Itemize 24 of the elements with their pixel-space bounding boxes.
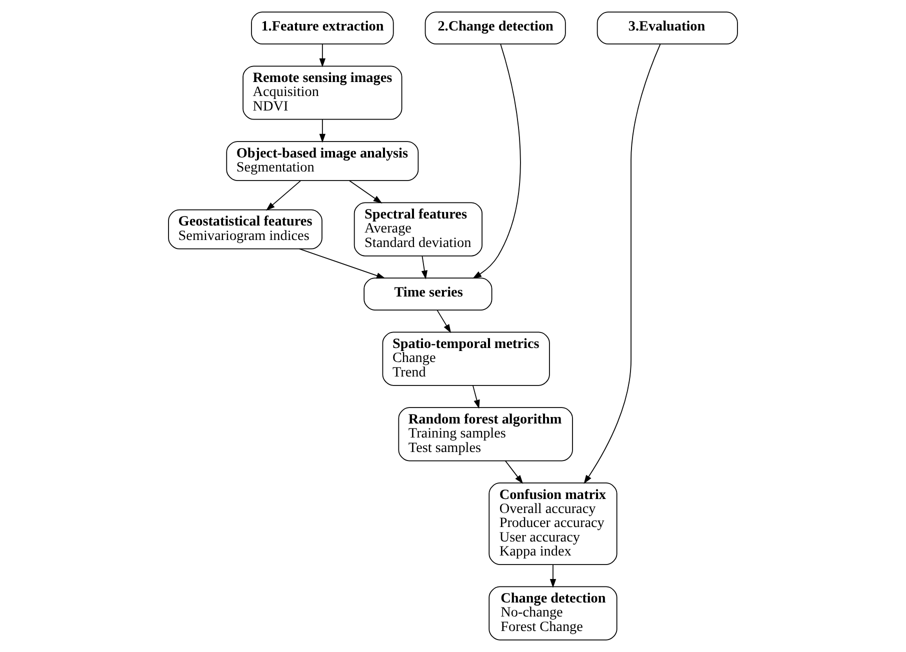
node-box: Change detection No-change Forest Change [488,586,618,640]
arrow [348,180,382,204]
node-box: Spectral features Average Standard deviation [354,202,482,256]
node-box: Remote sensing images Acquisition NDVI [242,66,402,120]
arrow [436,310,452,334]
node-box: Geostatistical features Semivariogram indices [168,209,322,250]
node-box: Confusion matrix Overall accuracy Producer accuracy User accuracy Kappa index [488,482,618,565]
arrow [319,44,326,68]
node-box: Random forest algorithm Training samples Test samples [398,407,573,462]
arrow [584,44,661,484]
arrow [550,564,556,588]
node-box: 2.Change detection [424,12,566,44]
arrow [421,256,428,280]
node-box: Time series [364,278,492,310]
arrow [472,385,480,409]
arrow [266,180,301,211]
arrow [298,248,386,279]
node-box: 1.Feature extraction [251,12,394,44]
arrow [319,119,326,143]
arrow [505,460,524,484]
node-box: Object-based image analysis Segmentation [226,141,419,181]
arrow [472,44,521,279]
node-box: Spatio-temporal metrics Change Trend [382,332,550,386]
node-box: 3.Evaluation [596,12,738,44]
